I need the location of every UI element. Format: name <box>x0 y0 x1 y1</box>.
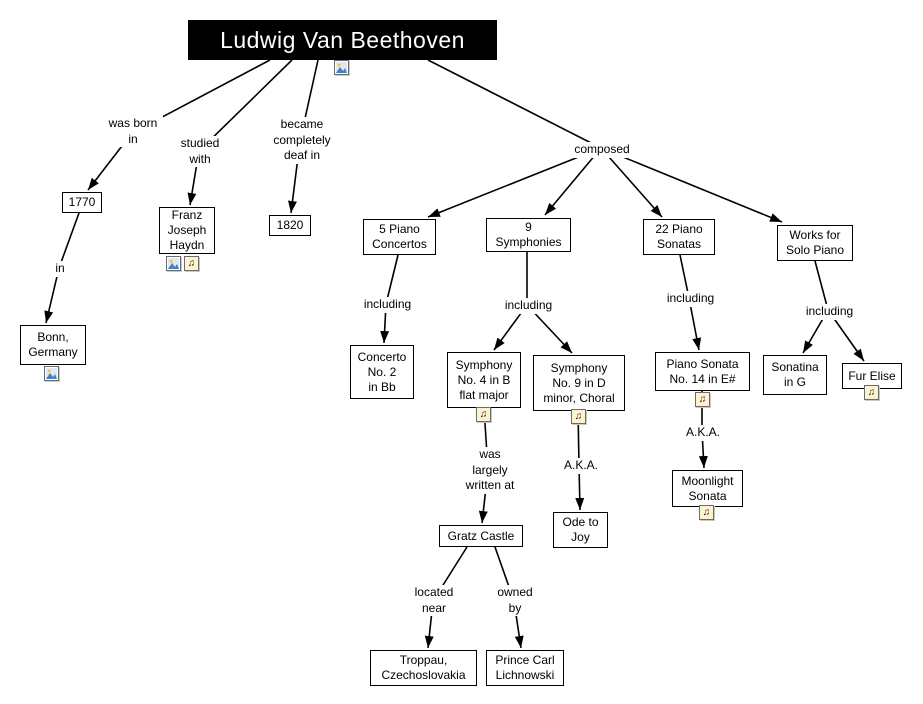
edge-label-including-sonatas[interactable]: including <box>663 291 718 307</box>
node-solo-piano[interactable]: Works for Solo Piano <box>777 225 853 261</box>
node-bonn[interactable]: Bonn, Germany <box>20 325 86 365</box>
sheet-music-icon[interactable]: ♫ <box>184 256 199 271</box>
node-sonatina-g[interactable]: Sonatina in G <box>763 355 827 395</box>
node-symphonies[interactable]: 9 Symphonies <box>486 218 571 252</box>
edge-label-was-born-in[interactable]: was born in <box>103 116 163 148</box>
sheet-music-icon[interactable]: ♫ <box>699 505 714 520</box>
node-beethoven-title[interactable]: Ludwig Van Beethoven <box>188 20 497 60</box>
edge-composed-to-sonatas <box>600 147 663 218</box>
image-icon[interactable] <box>166 256 181 271</box>
edge-label-aka-sonata14[interactable]: A.K.A. <box>681 425 725 441</box>
node-gratz-castle[interactable]: Gratz Castle <box>439 525 523 547</box>
node-piano-concertos[interactable]: 5 Piano Concertos <box>363 219 436 255</box>
image-icon-art <box>46 368 57 379</box>
edge-label-aka-symphony9[interactable]: A.K.A. <box>559 458 603 474</box>
edge-title-to-composed <box>427 59 602 149</box>
node-fur-elise[interactable]: Fur Elise <box>842 363 902 389</box>
edge-label-studied-with[interactable]: studied with <box>175 136 225 168</box>
edge-label-including-solo[interactable]: including <box>802 304 857 320</box>
sheet-music-icon[interactable]: ♫ <box>864 385 879 400</box>
edge-label-including-concertos[interactable]: including <box>360 297 415 313</box>
image-icon[interactable] <box>44 366 59 381</box>
music-glyph: ♫ <box>867 386 876 398</box>
edge-label-including-symphonies[interactable]: including <box>501 298 556 314</box>
edge-label-deaf-in[interactable]: became completely deaf in <box>268 117 336 164</box>
node-lichnowski[interactable]: Prince Carl Lichnowski <box>486 650 564 686</box>
node-symphony-9[interactable]: Symphony No. 9 in D minor, Choral <box>533 355 625 411</box>
sheet-music-icon[interactable]: ♫ <box>695 392 710 407</box>
music-glyph: ♫ <box>187 257 196 269</box>
node-moonlight[interactable]: Moonlight Sonata <box>672 470 743 507</box>
edge-composed-to-solo-piano <box>600 147 783 223</box>
edge-label-composed[interactable]: composed <box>566 142 638 158</box>
music-glyph: ♫ <box>702 506 711 518</box>
sheet-music-icon[interactable]: ♫ <box>571 409 586 424</box>
node-birth-year[interactable]: 1770 <box>62 192 102 213</box>
image-icon-art <box>168 258 179 269</box>
edge-label-owned-by[interactable]: owned by <box>491 585 539 617</box>
image-icon[interactable] <box>334 60 349 75</box>
node-haydn[interactable]: Franz Joseph Haydn <box>159 207 215 254</box>
node-ode-to-joy[interactable]: Ode to Joy <box>553 512 608 548</box>
node-sonata-14[interactable]: Piano Sonata No. 14 in E# <box>655 352 750 391</box>
node-concerto-2[interactable]: Concerto No. 2 in Bb <box>350 345 414 399</box>
node-piano-sonatas[interactable]: 22 Piano Sonatas <box>643 219 715 255</box>
node-troppau[interactable]: Troppau, Czechoslovakia <box>370 650 477 686</box>
edge-label-located-near[interactable]: located near <box>409 585 459 617</box>
node-deaf-year[interactable]: 1820 <box>269 215 311 236</box>
edge-composed-to-concertos <box>427 147 602 218</box>
music-glyph: ♫ <box>479 408 488 420</box>
music-glyph: ♫ <box>698 393 707 405</box>
image-icon-art <box>336 62 347 73</box>
edge-label-written-at[interactable]: was largely written at <box>458 447 522 494</box>
music-glyph: ♫ <box>574 410 583 422</box>
node-symphony-4[interactable]: Symphony No. 4 in B flat major <box>447 352 521 408</box>
sheet-music-icon[interactable]: ♫ <box>476 407 491 422</box>
edge-label-in[interactable]: in <box>49 261 71 277</box>
edge-composed-to-symphonies <box>544 147 602 216</box>
